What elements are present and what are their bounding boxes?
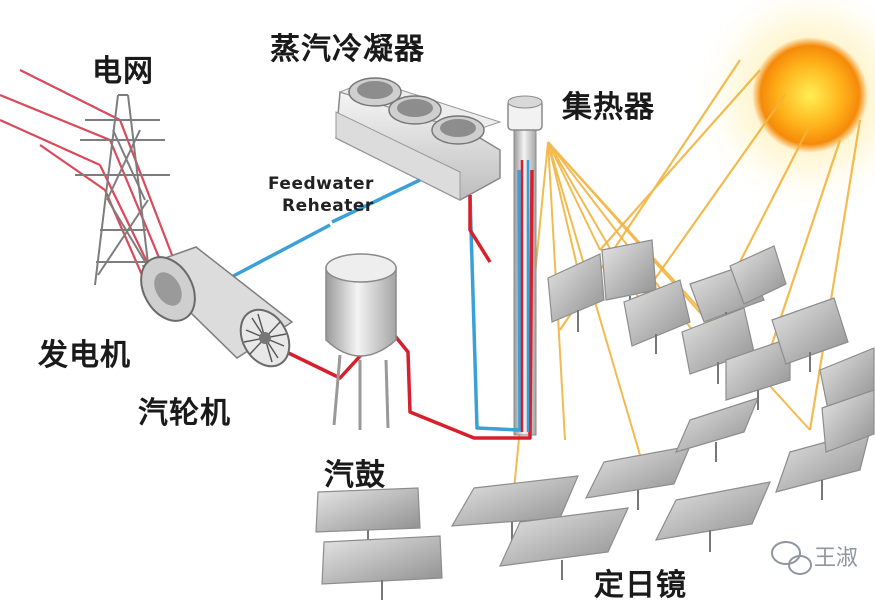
heliostat-mirror [771,297,849,372]
riser-pipes [520,160,530,432]
heliostat-mirror [623,279,691,354]
heliostat-mirror [654,481,771,552]
heliostat-mirror [729,245,787,305]
heliostat-mirror [315,487,421,550]
wechat-icon [771,541,812,575]
heliostat-mirror [584,445,691,510]
heliostat-mirror [725,337,791,410]
drum-label: 汽鼓 [324,458,386,493]
heliostat-mirror [499,507,629,580]
pylon-icon [75,94,170,286]
heliostat-mirror [321,535,443,600]
heliostat-label: 定日镜 [594,568,687,603]
receiver-label: 集热器 [562,90,655,125]
heliostat-field [315,239,875,600]
watermark-text: 王淑 [814,546,859,571]
heliostat-mirror [674,397,760,462]
condenser-label: 蒸汽冷凝器 [270,32,425,67]
reheater-label: Reheater [282,196,374,216]
turbine-label: 汽轮机 [138,396,231,431]
heliostat-mirror [821,389,875,453]
turbine-generator [140,246,294,368]
feedwater-label: Feedwater [268,174,374,194]
grid-label: 电网 [92,54,154,89]
steam-drum [325,253,397,430]
condenser-unit [335,77,502,201]
sun-icon [690,0,875,215]
generator-label: 发电机 [38,338,131,373]
heliostat-mirror [547,253,605,332]
water-pipes [221,169,522,432]
